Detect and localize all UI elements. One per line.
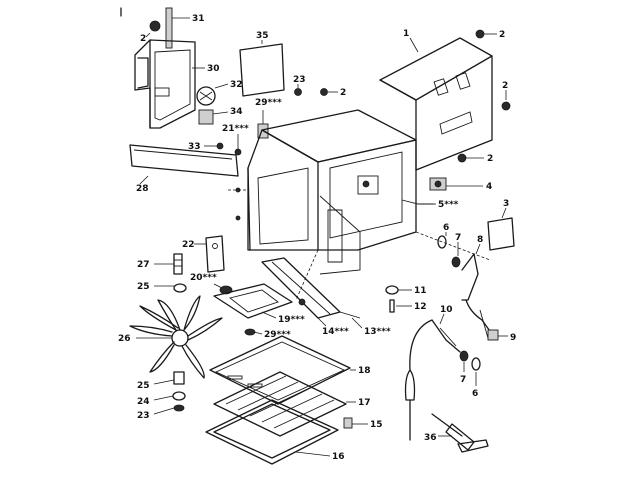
part-32-bulb	[196, 83, 229, 106]
part-2-screw-right	[501, 90, 511, 111]
callout-4: 4	[486, 182, 492, 192]
part-33-screw	[204, 142, 224, 150]
callout-3: 3	[503, 199, 509, 209]
callout-labels: 31 2 30 35 1 2 32 23 2 2 29*** 34 21*** …	[118, 14, 516, 462]
callout-33: 33	[188, 142, 201, 152]
part-25-washer-upper	[154, 283, 187, 293]
oven-cavity-frame	[247, 109, 491, 301]
callout-35: 35	[256, 31, 269, 41]
callout-12: 12	[414, 302, 427, 312]
callout-9: 9	[510, 333, 516, 343]
part-10-probe	[404, 313, 461, 441]
callout-29: 29***	[264, 330, 291, 340]
callout-7: 7	[455, 233, 461, 243]
part-7-washer-lower	[459, 350, 469, 372]
part-3-label	[487, 207, 515, 251]
part-2-screw-top-center	[320, 88, 338, 96]
part-23-screw-top	[294, 84, 302, 96]
part-2-screw-top-right	[475, 29, 497, 39]
callout-34: 34	[230, 107, 243, 117]
part-22-bracket	[194, 235, 225, 273]
callout-30: 30	[207, 64, 220, 74]
part-35-label	[239, 40, 285, 97]
part-8-terminal	[461, 243, 481, 301]
callout-26: 26	[118, 334, 131, 344]
part-36-tool	[431, 413, 489, 453]
part-1-outer-cabinet	[379, 37, 493, 171]
part-25-hub-lower	[153, 371, 185, 385]
callout-18: 18	[358, 366, 371, 376]
callout-2: 2	[487, 154, 493, 164]
callout-11: 11	[414, 286, 427, 296]
callout-25: 25	[137, 282, 150, 292]
callout-21: 21***	[222, 124, 249, 134]
callout-23: 23	[137, 411, 150, 421]
part-19-convection-plate	[213, 283, 293, 319]
callout-13: 13***	[364, 327, 391, 337]
callout-28: 28	[136, 184, 149, 194]
part-31-bracket	[165, 7, 190, 49]
part-23-nut-lower	[153, 404, 185, 415]
part-7-washer-upper	[451, 242, 461, 268]
callout-1: 1	[403, 29, 409, 39]
callout-19: 19***	[278, 315, 305, 325]
part-12-screw	[389, 299, 412, 313]
part-6-grommet-lower	[471, 357, 481, 386]
part-13-rail	[339, 311, 363, 329]
callout-6: 6	[443, 223, 449, 233]
callout-2: 2	[502, 81, 508, 91]
callout-8: 8	[477, 235, 483, 245]
part-34-socket	[198, 109, 229, 125]
callout-7: 7	[460, 375, 466, 385]
part-26-fan-blade	[129, 295, 223, 379]
callout-32: 32	[230, 80, 243, 90]
callout-22: 22	[182, 240, 195, 250]
callout-15: 15	[370, 420, 383, 430]
callout-16: 16	[332, 452, 345, 462]
part-29-bracket-top	[257, 110, 269, 139]
part-9-receptacle	[487, 329, 508, 341]
part-16-drip-pan	[205, 399, 339, 465]
cavity-left-screws	[228, 187, 248, 221]
callout-5: 5***	[438, 200, 459, 210]
callout-17: 17	[358, 398, 371, 408]
part-17-rack	[213, 371, 356, 437]
callout-20: 20***	[190, 273, 217, 283]
callout-10: 10	[440, 305, 453, 315]
part-28-panel	[129, 144, 239, 185]
part-4-switch	[429, 177, 483, 191]
part-29-nut-lower	[244, 328, 263, 336]
callout-25: 25	[137, 381, 150, 391]
part-5-wiring	[401, 199, 436, 205]
part-30-light-housing	[134, 39, 205, 129]
rail-screw	[298, 298, 306, 306]
callout-2: 2	[340, 88, 346, 98]
callout-2: 2	[499, 30, 505, 40]
part-27-shaft	[154, 253, 183, 275]
callout-2: 2	[140, 34, 146, 44]
callout-6: 6	[472, 389, 478, 399]
part-2-screw-top-left	[145, 20, 161, 38]
part-6-grommet-upper	[437, 232, 447, 249]
callout-14: 14***	[322, 327, 349, 337]
part-11-screw	[385, 285, 412, 295]
callout-23: 23	[293, 75, 306, 85]
part-21-clip	[234, 134, 242, 156]
part-15-clip	[343, 417, 368, 429]
callout-31: 31	[192, 14, 205, 24]
probe-receptacle-wire	[465, 299, 493, 339]
callout-29: 29***	[255, 98, 282, 108]
callout-27: 27	[137, 260, 150, 270]
part-2-screw-lower-right	[457, 153, 484, 163]
part-24-washer	[153, 391, 186, 401]
callout-24: 24	[137, 397, 150, 407]
callout-36: 36	[424, 433, 437, 443]
part-18-tray	[209, 335, 356, 405]
